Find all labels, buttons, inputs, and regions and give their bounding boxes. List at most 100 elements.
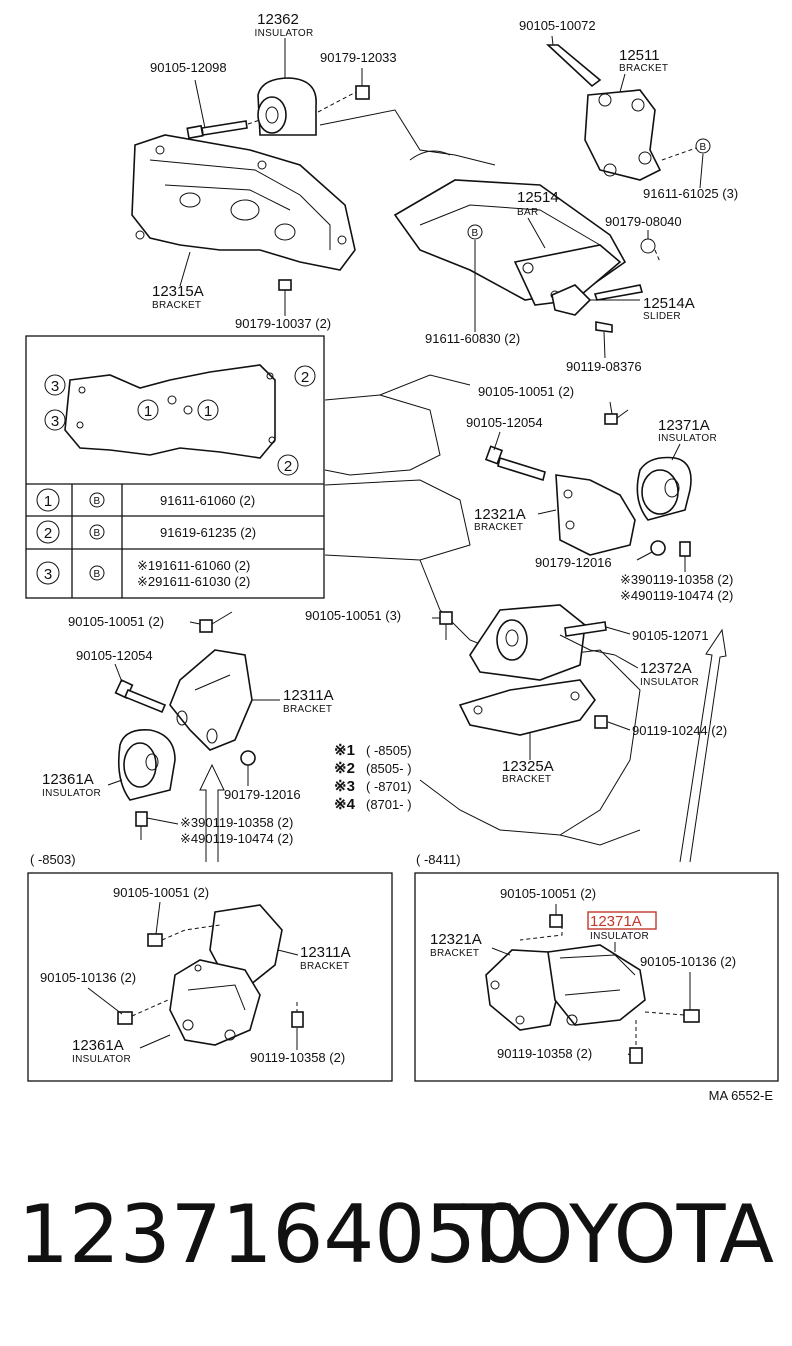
leader — [603, 331, 606, 359]
row3-num: 3 — [44, 566, 52, 583]
bolt-90105-10051-right-illustration — [604, 413, 618, 425]
leader — [551, 35, 554, 46]
label-90179-12033: 90179-12033 — [320, 50, 397, 65]
box-right-frame — [414, 872, 779, 1082]
legend-val-3: ( -8701) — [366, 779, 412, 794]
bolt-90119-10244-illustration — [594, 715, 608, 729]
leader-dash — [661, 147, 697, 161]
label-r-90119-10358: ※390119-10358 (2) — [620, 572, 733, 587]
label-12514-bar: BAR — [517, 207, 538, 218]
leader-dash — [654, 249, 661, 263]
leader — [491, 947, 511, 956]
leader — [537, 509, 557, 515]
box-right-bolt-3 — [629, 1047, 643, 1064]
leader — [139, 1034, 171, 1049]
label-l-90119-10474: ※490119-10474 (2) — [180, 831, 293, 846]
leader — [211, 611, 233, 625]
box-right-mount-illustration — [485, 944, 646, 1031]
label-br-12321A-bracket: BRACKET — [430, 948, 479, 959]
label-12514A: 12514A — [643, 295, 695, 312]
nut-90179-08040-illustration — [640, 238, 656, 254]
box-right-range: ( -8411) — [416, 852, 461, 867]
label-l-90119-10358: ※390119-10358 (2) — [180, 815, 293, 830]
leader — [189, 621, 201, 625]
label-12514A-slider: SLIDER — [643, 311, 681, 322]
slider-12514A-illustration — [551, 284, 644, 316]
label-br-90105-10051: 90105-10051 (2) — [500, 886, 596, 901]
nut-90179-10037-illustration — [278, 279, 292, 291]
bolt-90105-10072-illustration — [545, 44, 602, 88]
label-l-90105-12054: 90105-12054 — [76, 648, 153, 663]
legend-key-1: ※1 — [334, 742, 355, 759]
row3-b: B — [94, 569, 101, 580]
leader — [277, 949, 299, 956]
legend-key-2: ※2 — [334, 760, 355, 777]
leader — [114, 663, 123, 683]
row3-part-a: ※191611-61060 (2) — [137, 558, 250, 573]
row1-part: 91611-61060 (2) — [160, 493, 255, 508]
bolt-location-inset: 3 3 1 1 2 2 1 B 91611-61060 (2) 2 B 9161… — [25, 335, 325, 599]
label-r-90105-10051: 90105-10051 (2) — [478, 384, 574, 399]
footer-part-number: 1237164050 — [18, 1188, 527, 1281]
label-12362: 12362 — [257, 11, 299, 28]
label-r-12372A-insulator: INSULATOR — [640, 677, 699, 688]
label-12315A: 12315A — [152, 283, 204, 300]
label-r-90105-12071: 90105-12071 — [632, 628, 709, 643]
leader — [605, 626, 631, 635]
bolt-90105-12071-illustration — [564, 621, 607, 637]
bracket-12321A-illustration — [555, 474, 636, 556]
leader — [699, 153, 704, 189]
leader — [607, 721, 631, 731]
legend-val-1: ( -8505) — [366, 743, 412, 758]
bolt-90105-12054-right-illustration — [484, 445, 546, 482]
bolt-90119-10358-right-illustration — [679, 541, 691, 557]
circle-3-icon — [44, 374, 66, 396]
row2-num: 2 — [44, 525, 52, 542]
label-bl-90119-10358: 90119-10358 (2) — [250, 1050, 345, 1065]
bolt-90119-10358-left-illustration — [135, 811, 148, 827]
insulator-12371A-illustration — [636, 456, 692, 521]
label-br-12371A: 12371A — [590, 913, 642, 930]
label-90119-08376: 90119-08376 — [566, 359, 642, 374]
row2-b-icon — [89, 524, 105, 540]
nut-90179-12033-illustration — [355, 85, 370, 100]
case-gasket-outline — [64, 364, 276, 459]
leader — [107, 779, 123, 786]
leader-dash — [247, 119, 261, 125]
label-91611-60830: 91611-60830 (2) — [425, 331, 520, 346]
circle-1b-label: 1 — [204, 403, 212, 420]
label-90179-08040: 90179-08040 — [605, 214, 682, 229]
leader — [671, 443, 681, 461]
row2-num-icon — [36, 520, 60, 544]
label-12514: 12514 — [517, 189, 559, 206]
label-br-12371A-insulator: INSULATOR — [590, 931, 649, 942]
label-br-12321A: 12321A — [430, 931, 482, 948]
leader — [179, 251, 191, 287]
row1-b-icon — [89, 492, 105, 508]
legend-key-3: ※3 — [334, 778, 355, 795]
leader — [636, 551, 653, 561]
label-bl-12311A-bracket: BRACKET — [300, 961, 349, 972]
label-l-12361A: 12361A — [42, 771, 94, 788]
bracket-12311A-illustration — [169, 649, 253, 751]
circle-3-label: 3 — [51, 378, 59, 395]
b-symbol-icon-2 — [467, 224, 483, 240]
box-left-bolt-2 — [117, 1011, 133, 1025]
leader — [616, 409, 629, 419]
highlight-12371A — [587, 911, 657, 930]
bar-12514-illustration — [513, 244, 622, 306]
label-bl-12361A-insulator: INSULATOR — [72, 1054, 131, 1065]
box-right-bolt-2 — [683, 1009, 700, 1023]
legend-key-4: ※4 — [334, 796, 356, 813]
row2-part: 91619-61235 (2) — [160, 525, 256, 540]
b-symbol-label-2: B — [472, 228, 479, 239]
box-left-bolt-3 — [291, 1011, 304, 1028]
diagram-code: MA 6552-E — [709, 1088, 774, 1103]
bolt-90105-10051-left-illustration — [199, 619, 213, 633]
label-bl-12361A: 12361A — [72, 1037, 124, 1054]
label-br-90105-10136: 90105-10136 (2) — [640, 954, 736, 969]
row3-b-icon — [89, 565, 105, 581]
leader — [619, 73, 626, 93]
